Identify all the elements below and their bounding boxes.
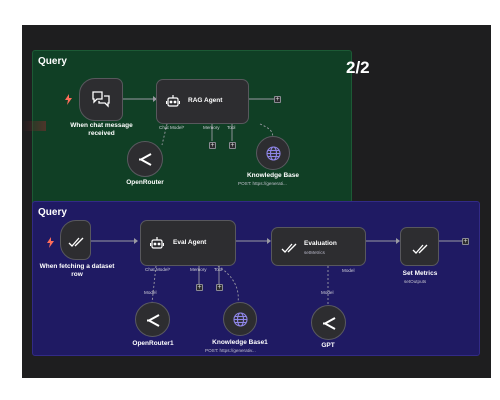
- chat-trigger-node[interactable]: [79, 78, 123, 121]
- node-title: RAG Agent: [188, 97, 223, 104]
- openrouter1-node[interactable]: [135, 302, 170, 337]
- add-memory-button[interactable]: +: [209, 142, 216, 149]
- dataset-trigger-node[interactable]: [60, 220, 91, 260]
- port-model: Model: [342, 268, 355, 273]
- double-check-icon: [68, 235, 85, 253]
- set-metrics-node[interactable]: [400, 227, 439, 266]
- chat-trigger-caption: When chat message received: [70, 122, 133, 137]
- lightning-icon: [65, 92, 72, 110]
- openrouter-icon: [138, 153, 153, 171]
- robot-icon: [149, 236, 165, 255]
- globe-icon: [233, 312, 248, 332]
- openrouter-caption: OpenRouter: [126, 179, 164, 186]
- double-check-icon: [281, 241, 298, 259]
- port-model: Model: [321, 290, 334, 295]
- query-group-2[interactable]: Query: [32, 201, 480, 356]
- connections: [91, 96, 462, 305]
- evaluation-node[interactable]: Evaluation setMetrics: [271, 227, 366, 266]
- query-group-1[interactable]: Query: [32, 50, 352, 210]
- knowledge-base-caption: Knowledge Base: [246, 172, 299, 179]
- dataset-trigger-caption: When fetching a dataset row: [39, 263, 115, 278]
- openrouter-icon: [146, 314, 161, 332]
- knowledge-base-url: POST: https://generati...: [238, 181, 287, 186]
- gpt-caption: GPT: [321, 342, 335, 349]
- add-tool-button[interactable]: +: [216, 284, 223, 291]
- knowledge-base1-node[interactable]: [223, 302, 257, 336]
- eval-agent-node[interactable]: Eval Agent: [140, 220, 236, 266]
- gpt-node[interactable]: [311, 305, 346, 340]
- knowledge-base-node[interactable]: [256, 136, 290, 170]
- port-tool: Tool: [214, 267, 223, 272]
- rag-agent-node[interactable]: RAG Agent: [156, 79, 249, 124]
- port-memory: Memory: [190, 267, 207, 272]
- openrouter1-caption: OpenRouter1: [132, 340, 174, 347]
- lightning-icon: [47, 235, 54, 253]
- group-label: Query: [38, 207, 67, 218]
- set-metrics-caption: Set Metrics: [402, 270, 438, 277]
- globe-icon: [266, 146, 281, 166]
- robot-icon: [165, 94, 181, 113]
- openrouter-icon: [322, 317, 337, 335]
- chat-bubbles-icon: [91, 90, 111, 113]
- openrouter-node[interactable]: [127, 141, 163, 177]
- port-tool: Tool: [227, 125, 236, 130]
- double-check-icon: [412, 242, 429, 260]
- incoming-connection-stub: [22, 121, 46, 131]
- port-model: Model: [144, 290, 157, 295]
- node-title: Eval Agent: [173, 239, 207, 246]
- page-counter: 2/2: [346, 58, 370, 77]
- workflow-canvas[interactable]: Query Query 2/2: [22, 25, 491, 378]
- node-title: Evaluation: [304, 240, 337, 247]
- group-label: Query: [38, 56, 67, 67]
- port-chat-model: Chat Model*: [145, 267, 171, 272]
- port-chat-model: Chat Model*: [159, 125, 185, 130]
- add-tool-button[interactable]: +: [229, 142, 236, 149]
- node-subtitle: setMetrics: [304, 250, 325, 255]
- port-memory: Memory: [203, 125, 220, 130]
- knowledge-base1-url: POST: https://generativ...: [205, 348, 256, 353]
- set-metrics-subtitle: setOutputs: [404, 279, 427, 284]
- add-output-button[interactable]: +: [274, 96, 281, 103]
- knowledge-base1-caption: Knowledge Base1: [212, 339, 268, 346]
- add-output-button[interactable]: +: [462, 238, 469, 245]
- add-memory-button[interactable]: +: [196, 284, 203, 291]
